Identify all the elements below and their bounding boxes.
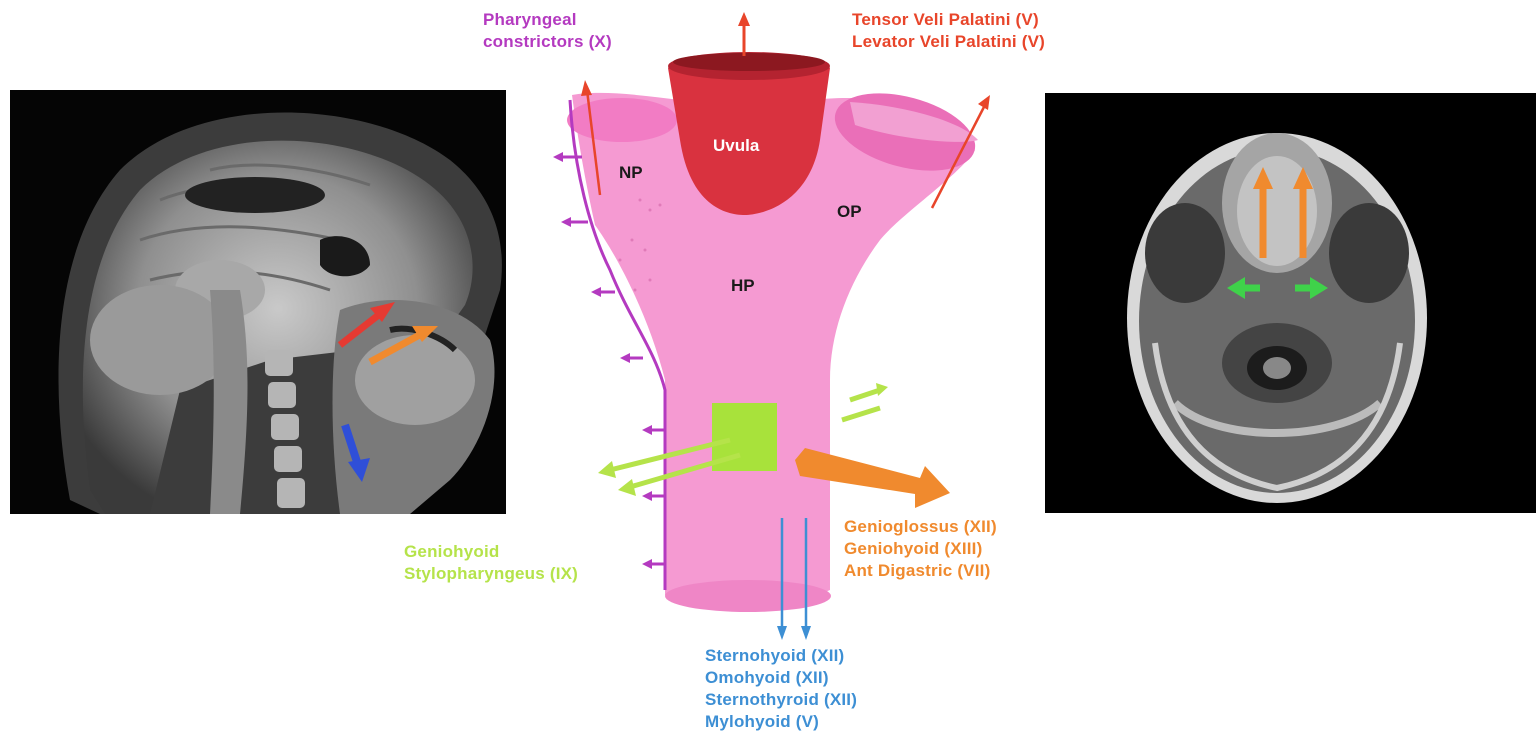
stylopharyngeus-label: Stylopharyngeus (IX) xyxy=(404,563,578,585)
pharyngeal-line-2: constrictors (X) xyxy=(483,31,612,53)
pharyngeal-line-1: Pharyngeal xyxy=(483,9,612,31)
mylohyoid-label: Mylohyoid (V) xyxy=(705,711,857,733)
levator-veli-palatini: Levator Veli Palatini (V) xyxy=(852,31,1045,53)
hp-label: HP xyxy=(731,276,755,296)
ant-digastric-label: Ant Digastric (VII) xyxy=(844,560,997,582)
geniohyoid-xiii-label: Geniohyoid (XIII) xyxy=(844,538,997,560)
infrahyoid-group-label: Sternohyoid (XII) Omohyoid (XII) Sternot… xyxy=(705,645,857,733)
geniohyoid-stylopharyngeus-label: Geniohyoid Stylopharyngeus (IX) xyxy=(404,541,578,585)
sternothyroid-label: Sternothyroid (XII) xyxy=(705,689,857,711)
palatini-label: Tensor Veli Palatini (V) Levator Veli Pa… xyxy=(852,9,1045,53)
sternohyoid-label: Sternohyoid (XII) xyxy=(705,645,857,667)
uvula-label: Uvula xyxy=(713,136,759,156)
pharyngeal-constrictors-label: Pharyngeal constrictors (X) xyxy=(483,9,612,53)
genioglossus-group-label: Genioglossus (XII) Geniohyoid (XIII) Ant… xyxy=(844,516,997,582)
op-label: OP xyxy=(837,202,862,222)
uvula-up-arrow-icon xyxy=(738,12,750,56)
np-label: NP xyxy=(619,163,643,183)
genioglossus-label: Genioglossus (XII) xyxy=(844,516,997,538)
geniohyoid-label: Geniohyoid xyxy=(404,541,578,563)
tensor-veli-palatini: Tensor Veli Palatini (V) xyxy=(852,9,1045,31)
omohyoid-label: Omohyoid (XII) xyxy=(705,667,857,689)
